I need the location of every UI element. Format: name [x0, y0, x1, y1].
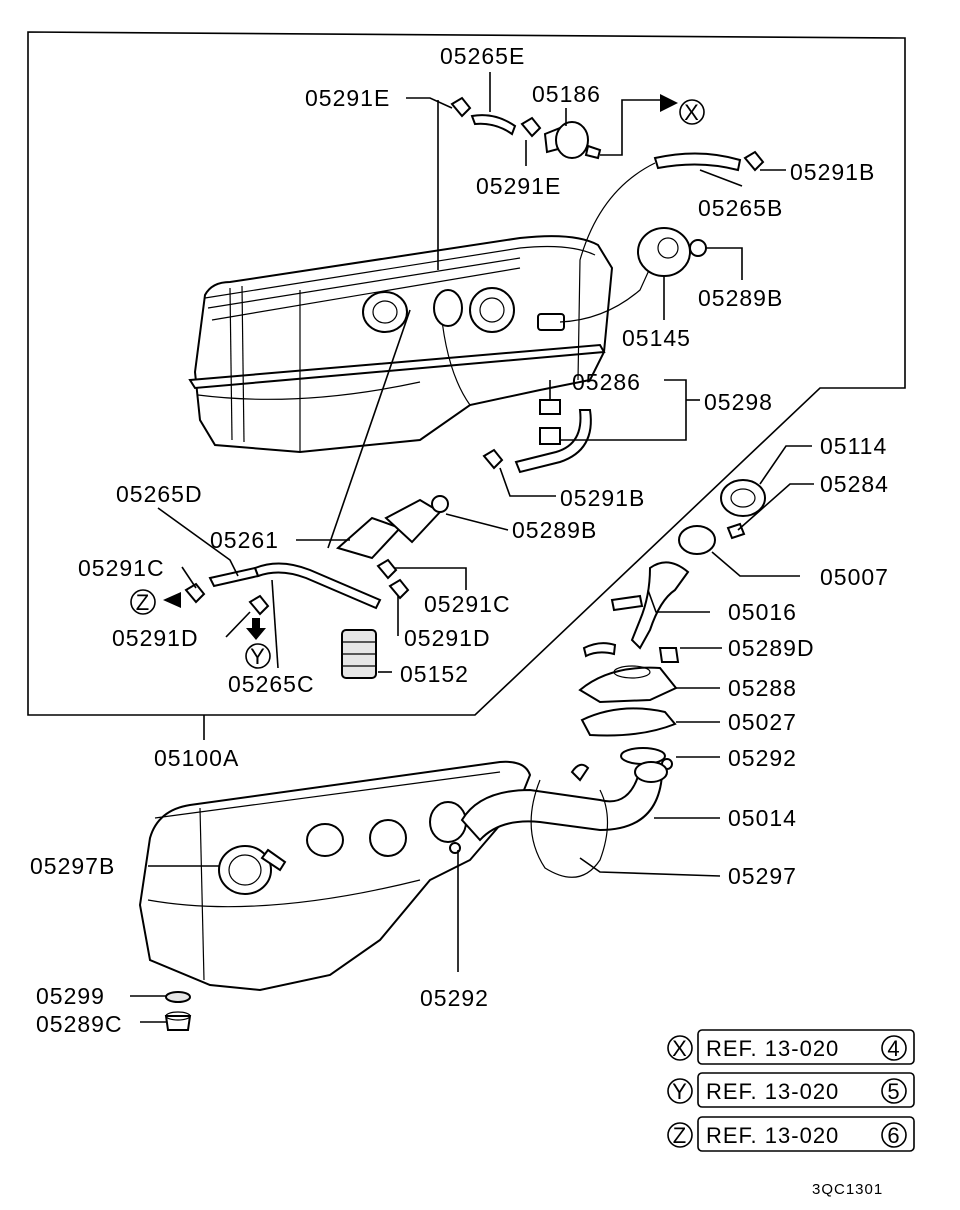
label-05016: 05016: [728, 599, 797, 625]
svg-text:Z: Z: [136, 590, 150, 615]
assembly-outline: [27, 31, 906, 716]
upper-fuel-tank: [188, 235, 651, 454]
label-05289C: 05289C: [36, 1011, 123, 1037]
svg-text:X: X: [684, 100, 700, 125]
label-05186: 05186: [532, 81, 601, 107]
label-05027: 05027: [728, 709, 797, 735]
reference-row-y: Y REF. 13-020 5: [667, 1072, 915, 1108]
label-05284: 05284: [820, 471, 889, 497]
label-05100A: 05100A: [154, 745, 239, 771]
vent-valve-assembly: [450, 94, 765, 381]
label-05288: 05288: [728, 675, 797, 701]
svg-text:Y: Y: [250, 644, 266, 669]
svg-text:6: 6: [887, 1123, 900, 1148]
label-05261: 05261: [210, 527, 279, 553]
leader-lines: [130, 72, 814, 1023]
part-labels: 05265E 05291E 05186 05291E 05291B 05265B…: [30, 43, 889, 1037]
label-05291D-right: 05291D: [404, 625, 491, 651]
label-05289D: 05289D: [728, 635, 815, 661]
label-05289B-top: 05289B: [698, 285, 783, 311]
svg-text:Y: Y: [672, 1079, 688, 1104]
reference-row-z: Z REF. 13-020 6: [667, 1116, 915, 1152]
reference-row-x: X REF. 13-020 4: [667, 1029, 915, 1065]
reference-text-y: REF. 13-020: [706, 1079, 839, 1104]
marker-z: Z: [130, 589, 156, 615]
label-05265B: 05265B: [698, 195, 783, 221]
filler-neck-parts: [578, 479, 766, 770]
diagram-code: 3QC1301: [812, 1181, 883, 1198]
svg-text:4: 4: [887, 1036, 900, 1061]
label-05291E-lower: 05291E: [476, 173, 561, 199]
label-05291B-top: 05291B: [790, 159, 875, 185]
marker-x: X: [679, 99, 705, 125]
label-05299: 05299: [36, 983, 105, 1009]
label-05291B-lower: 05291B: [560, 485, 645, 511]
label-05007: 05007: [820, 564, 889, 590]
label-05291D-left: 05291D: [112, 625, 199, 651]
label-05152: 05152: [400, 661, 469, 687]
label-05265E: 05265E: [440, 43, 525, 69]
arrow-to-x: [660, 94, 678, 112]
label-05014: 05014: [728, 805, 797, 831]
marker-y: Y: [245, 643, 271, 669]
label-05298: 05298: [704, 389, 773, 415]
svg-text:Z: Z: [673, 1123, 687, 1148]
label-05265D: 05265D: [116, 481, 203, 507]
label-05291E-top: 05291E: [305, 85, 390, 111]
label-05297B: 05297B: [30, 853, 115, 879]
label-05145: 05145: [622, 325, 691, 351]
lower-fuel-tank: [138, 760, 668, 1031]
svg-text:5: 5: [887, 1079, 900, 1104]
label-05265C: 05265C: [228, 671, 315, 697]
label-05291C-left: 05291C: [78, 555, 165, 581]
reference-text-x: REF. 13-020: [706, 1036, 839, 1061]
reference-text-z: REF. 13-020: [706, 1123, 839, 1148]
label-05297: 05297: [728, 863, 797, 889]
label-05292-lower: 05292: [420, 985, 489, 1011]
label-05291C-right: 05291C: [424, 591, 511, 617]
label-05289B-lower: 05289B: [512, 517, 597, 543]
label-05292-right: 05292: [728, 745, 797, 771]
label-05114: 05114: [820, 433, 887, 459]
fuel-pump-parts: [163, 227, 707, 679]
svg-text:X: X: [672, 1036, 688, 1061]
label-05286: 05286: [572, 369, 641, 395]
